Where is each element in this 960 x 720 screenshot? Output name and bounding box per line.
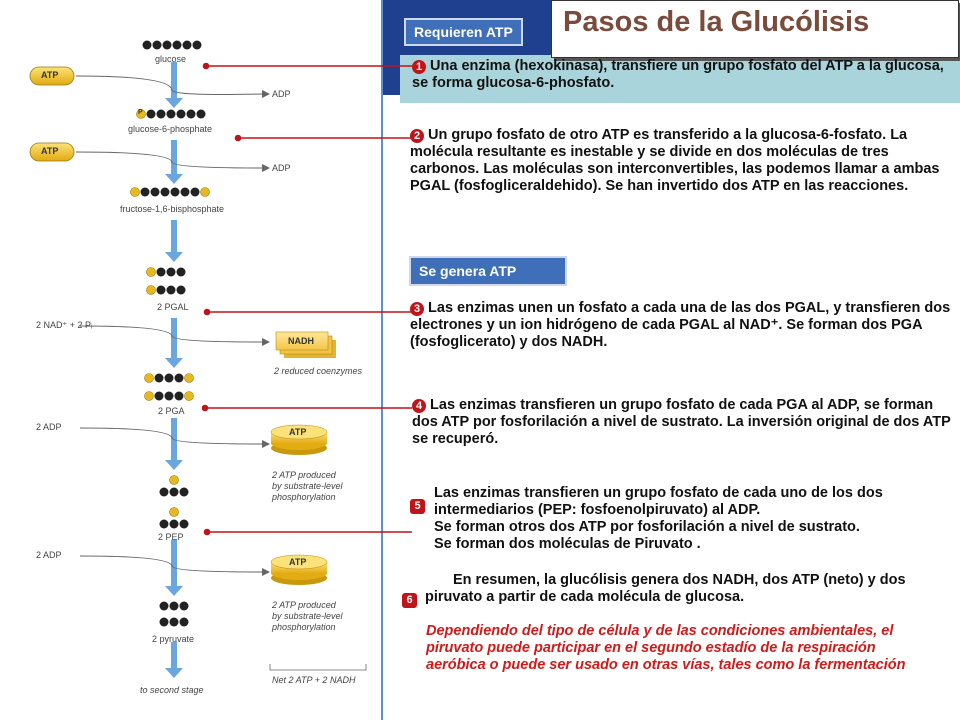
nadh-label: NADH (288, 336, 314, 346)
step-4-number: 4 (412, 399, 426, 413)
glycolysis-diagram-panel: glucose ATP ADP P glucose-6-phosphate AT… (0, 0, 383, 720)
step-6-text: En resumen, la glucólisis genera dos NAD… (425, 572, 906, 605)
tag-se-genera-atp: Se genera ATP (409, 256, 567, 286)
atp-produced-2c: phosphorylation (272, 622, 336, 632)
atp-input-1 (29, 66, 75, 86)
step-2-number: 2 (410, 129, 424, 143)
pgal-label: 2 PGAL (157, 302, 189, 312)
step-2: 2 Un grupo fosfato de otro ATP es transf… (410, 127, 945, 195)
page-title: Pasos de la Glucólisis (563, 6, 870, 38)
nad-input-label: 2 NAD⁺ + 2 Pᵢ (36, 320, 93, 330)
pyruvate-molecules (159, 601, 189, 627)
step-3-text: Las enzimas unen un fosfato a cada una d… (410, 300, 951, 350)
pga-molecules (144, 373, 194, 401)
adp-input-1-label: 2 ADP (36, 422, 62, 432)
net-label: Net 2 ATP + 2 NADH (272, 675, 356, 685)
step-5-text-2: Se forman otros dos ATP por fosforilació… (434, 519, 860, 535)
step-1-number: 1 (412, 60, 426, 74)
step-3-number: 3 (410, 302, 424, 316)
atp-input-2 (29, 142, 75, 162)
atp-input-1-label: ATP (41, 70, 59, 80)
step-6-number: 6 (402, 593, 417, 608)
step-5-text-3: Se forman dos moléculas de Piruvato . (434, 536, 701, 552)
step1-highlight (400, 55, 960, 103)
adp-output-1-label: ADP (272, 89, 291, 99)
adp-input-2-label: 2 ADP (36, 550, 62, 560)
step-2-text: Un grupo fosfato de otro ATP es transfer… (410, 127, 940, 194)
atp-output-2-label: ATP (289, 557, 307, 567)
g6p-label: glucose-6-phosphate (128, 124, 213, 134)
atp-produced-1b: by substrate-level (272, 481, 343, 491)
pathway-arrows (165, 62, 183, 678)
step-5: Las enzimas transfieren un grupo fosfato… (434, 485, 956, 553)
atp-output-stack-2 (270, 554, 328, 585)
atp-output-stack-1 (270, 424, 328, 455)
step-1-text: Una enzima (hexokinasa), transfiere un g… (412, 58, 944, 91)
step-3: 3 Las enzimas unen un fosfato a cada una… (410, 300, 952, 351)
p-label-1: P (138, 109, 143, 116)
step-4: 4 Las enzimas transfieren un grupo fosfa… (412, 397, 957, 448)
atp-output-1-label: ATP (289, 427, 307, 437)
pga-label: 2 PGA (158, 406, 185, 416)
f16bp-label: fructose-1,6-bisphosphate (120, 204, 225, 214)
reduced-coenzymes-label: 2 reduced coenzymes (274, 366, 363, 376)
glucose-label: glucose (155, 54, 187, 64)
atp-produced-2a: 2 ATP produced (272, 600, 336, 610)
adp-output-2-label: ADP (272, 163, 291, 173)
nadh-stack (275, 331, 336, 358)
fermentation-note: Dependiendo del tipo de célula y de las … (426, 623, 906, 673)
step-4-text: Las enzimas transfieren un grupo fosfato… (412, 397, 951, 447)
side-arrowheads (262, 90, 270, 576)
glucose-6-phosphate-molecule (136, 109, 206, 119)
pyruvate-label: 2 pyruvate (152, 634, 195, 644)
step-5-text-1: Las enzimas transfieren un grupo fosfato… (434, 485, 883, 518)
fructose-bisphosphate-molecule (130, 187, 210, 197)
title-box (551, 0, 959, 58)
atp-produced-1a: 2 ATP produced (272, 470, 336, 480)
glycolysis-diagram (29, 40, 367, 678)
step-5-number: 5 (410, 499, 425, 514)
step-1: 1 Una enzima (hexokinasa), transfiere un… (412, 58, 952, 92)
pep-label: 2 PEP (158, 532, 184, 542)
net-bracket (269, 664, 367, 671)
glucose-molecule (142, 40, 202, 50)
atp-produced-2b: by substrate-level (272, 611, 343, 621)
pgal-molecules (146, 267, 186, 295)
side-reaction-arrows (75, 75, 263, 573)
atp-produced-1c: phosphorylation (272, 492, 336, 502)
intermediate-molecules (159, 475, 189, 529)
tag-requieren-atp: Requieren ATP (404, 18, 523, 46)
second-stage-label: to second stage (140, 685, 204, 695)
atp-input-2-label: ATP (41, 146, 59, 156)
